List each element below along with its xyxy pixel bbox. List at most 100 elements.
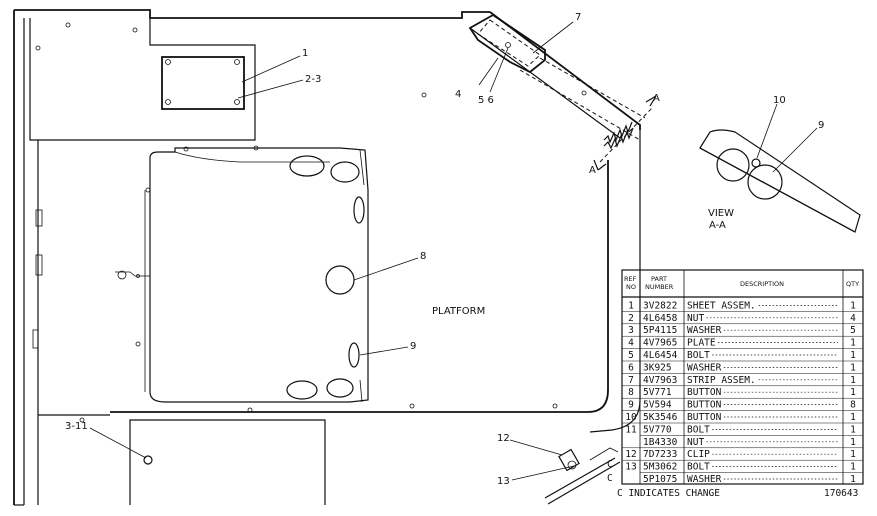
table-cell-qty: 1	[850, 387, 856, 398]
table-cell-part: 4V7965	[643, 338, 677, 349]
table-cell-qty: 1	[850, 449, 856, 460]
table-cell-part: 5K3546	[643, 412, 678, 423]
table-cell-desc: CLIP	[687, 449, 710, 460]
table-cell-desc: NUT	[687, 313, 704, 324]
table-cell-desc: BUTTON	[687, 400, 722, 411]
table-cell-part: 5V771	[643, 387, 672, 398]
table-cell-ref: 4	[628, 338, 634, 349]
table-cell-desc: NUT	[687, 437, 704, 448]
section-line-a-a: A A	[589, 93, 660, 176]
table-cell-desc: WASHER	[687, 325, 722, 336]
sheet-assembly	[144, 147, 369, 403]
view-a-a-detail: VIEW A-A	[699, 129, 861, 233]
table-cell-ref: 11	[625, 424, 637, 435]
strip-assembly	[468, 13, 646, 141]
table-cell-desc: BOLT	[687, 462, 710, 473]
table-cell-qty: 1	[850, 437, 856, 448]
table-cell-desc: STRIP ASSEM.	[687, 375, 756, 386]
header-description: DESCRIPTION	[740, 280, 784, 288]
table-cell-part: 3V2822	[643, 300, 677, 311]
section-mark-a-bottom: A	[589, 165, 596, 176]
header-part-1: PART	[651, 275, 667, 283]
platform-label: PLATFORM	[432, 306, 485, 317]
table-cell-ref: 8	[628, 387, 634, 398]
drawing-number: 170643	[824, 488, 858, 499]
table-cell-part: 5P4115	[643, 325, 677, 336]
table-cell-qty: 1	[850, 300, 856, 311]
table-cell-desc: WASHER	[687, 362, 722, 373]
table-cell-part: 4L6454	[643, 350, 678, 361]
header-qty: QTY	[846, 280, 859, 288]
table-cell-ref: 10	[625, 412, 637, 423]
spring-part	[603, 121, 634, 150]
section-mark-a-top: A	[653, 93, 660, 104]
callout-9-main: 9	[410, 341, 416, 352]
table-cell-desc: BUTTON	[687, 412, 722, 423]
table-cell-qty: 5	[850, 325, 856, 336]
left-edge-brackets	[32, 160, 43, 400]
table-cell-ref: 9	[628, 400, 634, 411]
table-cell-ref: 6	[628, 362, 634, 373]
callout-leaders	[89, 21, 818, 481]
callout-8: 8	[420, 251, 426, 262]
table-cell-desc: PLATE	[687, 338, 716, 349]
header-ref-1: REF	[624, 275, 637, 283]
change-mark-2: C	[607, 473, 613, 484]
table-cell-ref: 13	[625, 462, 636, 473]
table-cell-part: 7D7233	[643, 449, 677, 460]
callout-5-6: 5 6	[478, 95, 494, 106]
header-part-2: NUMBER	[645, 283, 674, 291]
callout-1: 1	[302, 48, 308, 59]
handle-detail	[115, 270, 150, 280]
table-cell-ref: 5	[628, 350, 634, 361]
table-cell-desc: SHEET ASSEM.	[687, 300, 756, 311]
table-cell-desc: BOLT	[687, 424, 710, 435]
table-cell-qty: 1	[850, 424, 856, 435]
callout-labels: 1 2-3 4 5 6 7 8 9 9 10 3-11 12 13	[65, 12, 824, 487]
view-label-line2: A-A	[709, 220, 726, 231]
table-cell-desc: WASHER	[687, 474, 722, 485]
table-cell-part: 4L6458	[643, 313, 678, 324]
table-cell-part: 5M3062	[643, 462, 677, 473]
table-cell-qty: 1	[850, 362, 856, 373]
table-cell-qty: 1	[850, 375, 856, 386]
table-cell-qty: 1	[850, 338, 856, 349]
platform-outline	[13, 9, 641, 506]
table-cell-qty: 1	[850, 412, 856, 423]
callout-13: 13	[497, 476, 510, 487]
callout-9-view: 9	[818, 120, 824, 131]
bolt-holes	[35, 22, 587, 423]
table-cell-ref: 1	[628, 300, 634, 311]
buttons	[286, 155, 365, 400]
table-cell-part: 5V594	[643, 400, 672, 411]
change-mark-1: C	[607, 459, 613, 470]
table-cell-ref: 12	[625, 449, 636, 460]
table-cell-part: 3K925	[643, 362, 672, 373]
table-cell-part: 5P1075	[643, 474, 677, 485]
callout-12: 12	[497, 433, 510, 444]
header-ref-2: NO	[626, 283, 636, 291]
callout-10: 10	[773, 95, 786, 106]
callout-2-3: 2-3	[305, 74, 321, 85]
callout-4: 4	[455, 89, 461, 100]
table-cell-part: 1B4330	[643, 437, 678, 448]
table-cell-part: 5V770	[643, 424, 672, 435]
table-cell-ref: 2	[628, 313, 634, 324]
parts-table: REF NO PART NUMBER DESCRIPTION QTY 1 3V28…	[607, 269, 864, 485]
bottom-panel	[129, 419, 326, 505]
callout-7: 7	[575, 12, 581, 23]
table-cell-desc: BUTTON	[687, 387, 722, 398]
clip-assembly	[544, 447, 621, 505]
table-cell-ref: 3	[628, 325, 634, 336]
table-cell-ref: 7	[628, 375, 634, 386]
view-label-line1: VIEW	[708, 208, 734, 219]
table-cell-qty: 8	[850, 400, 856, 411]
table-cell-desc: BOLT	[687, 350, 710, 361]
table-cell-qty: 1	[850, 350, 856, 361]
callout-3-11: 3-11	[65, 421, 88, 432]
table-cell-part: 4V7963	[643, 375, 677, 386]
table-cell-qty: 4	[850, 313, 856, 324]
table-cell-qty: 1	[850, 474, 856, 485]
